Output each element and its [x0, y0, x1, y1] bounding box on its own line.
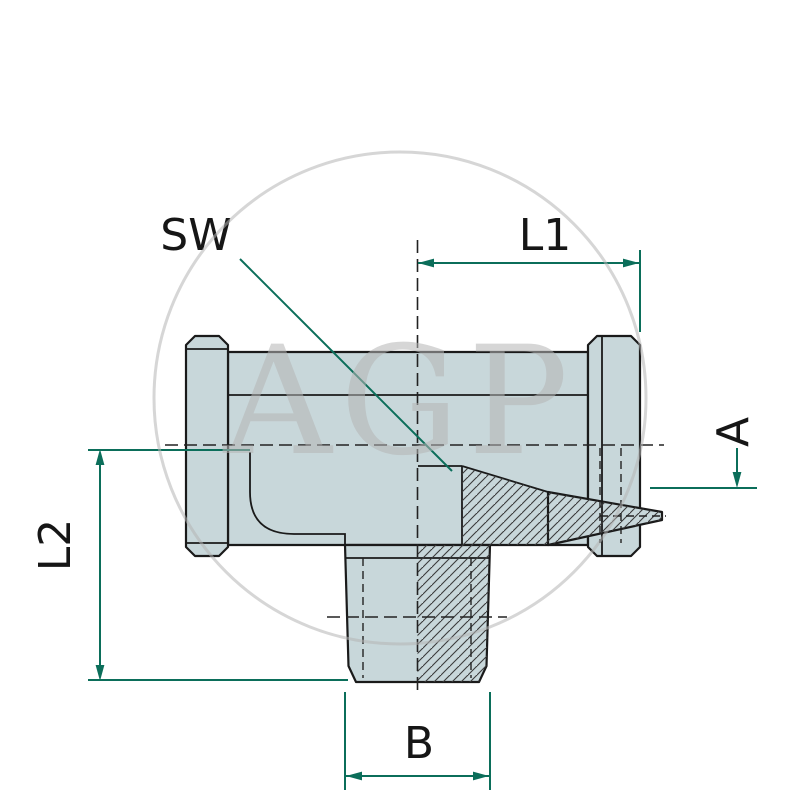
watermark-circle	[152, 150, 648, 646]
dimension-label-l2: L2	[30, 519, 81, 572]
hatch-cone	[548, 492, 662, 545]
dimension-b: B	[344, 692, 491, 790]
b-arrow-left	[346, 771, 362, 781]
dimension-label-b: B	[404, 718, 434, 769]
dimension-label-a: A	[708, 417, 759, 447]
l2-arrow-up	[95, 449, 105, 465]
hatch-wedge	[462, 466, 548, 545]
a-arrow-down	[732, 472, 742, 488]
b-arrow-right	[473, 771, 489, 781]
l1-arrow-left	[418, 258, 434, 268]
sw-leader-line	[239, 258, 453, 472]
centerlines	[165, 240, 666, 694]
watermark-text: AGP	[222, 315, 576, 489]
dimension-label-l1: L1	[519, 210, 572, 261]
agp-watermark: AGP	[152, 150, 648, 646]
left-nut	[184, 334, 230, 558]
dimension-l2: L2	[30, 449, 348, 681]
l1-arrow-right	[623, 258, 639, 268]
dimension-a: A	[650, 417, 759, 489]
inner-fillet	[249, 452, 346, 545]
dimension-sw: SW	[160, 210, 453, 472]
hatch-stem	[417, 545, 490, 682]
section-hatching	[417, 466, 662, 682]
dimension-label-sw: SW	[160, 210, 231, 261]
l2-arrow-down	[95, 665, 105, 681]
dimension-l1: L1	[418, 210, 641, 332]
